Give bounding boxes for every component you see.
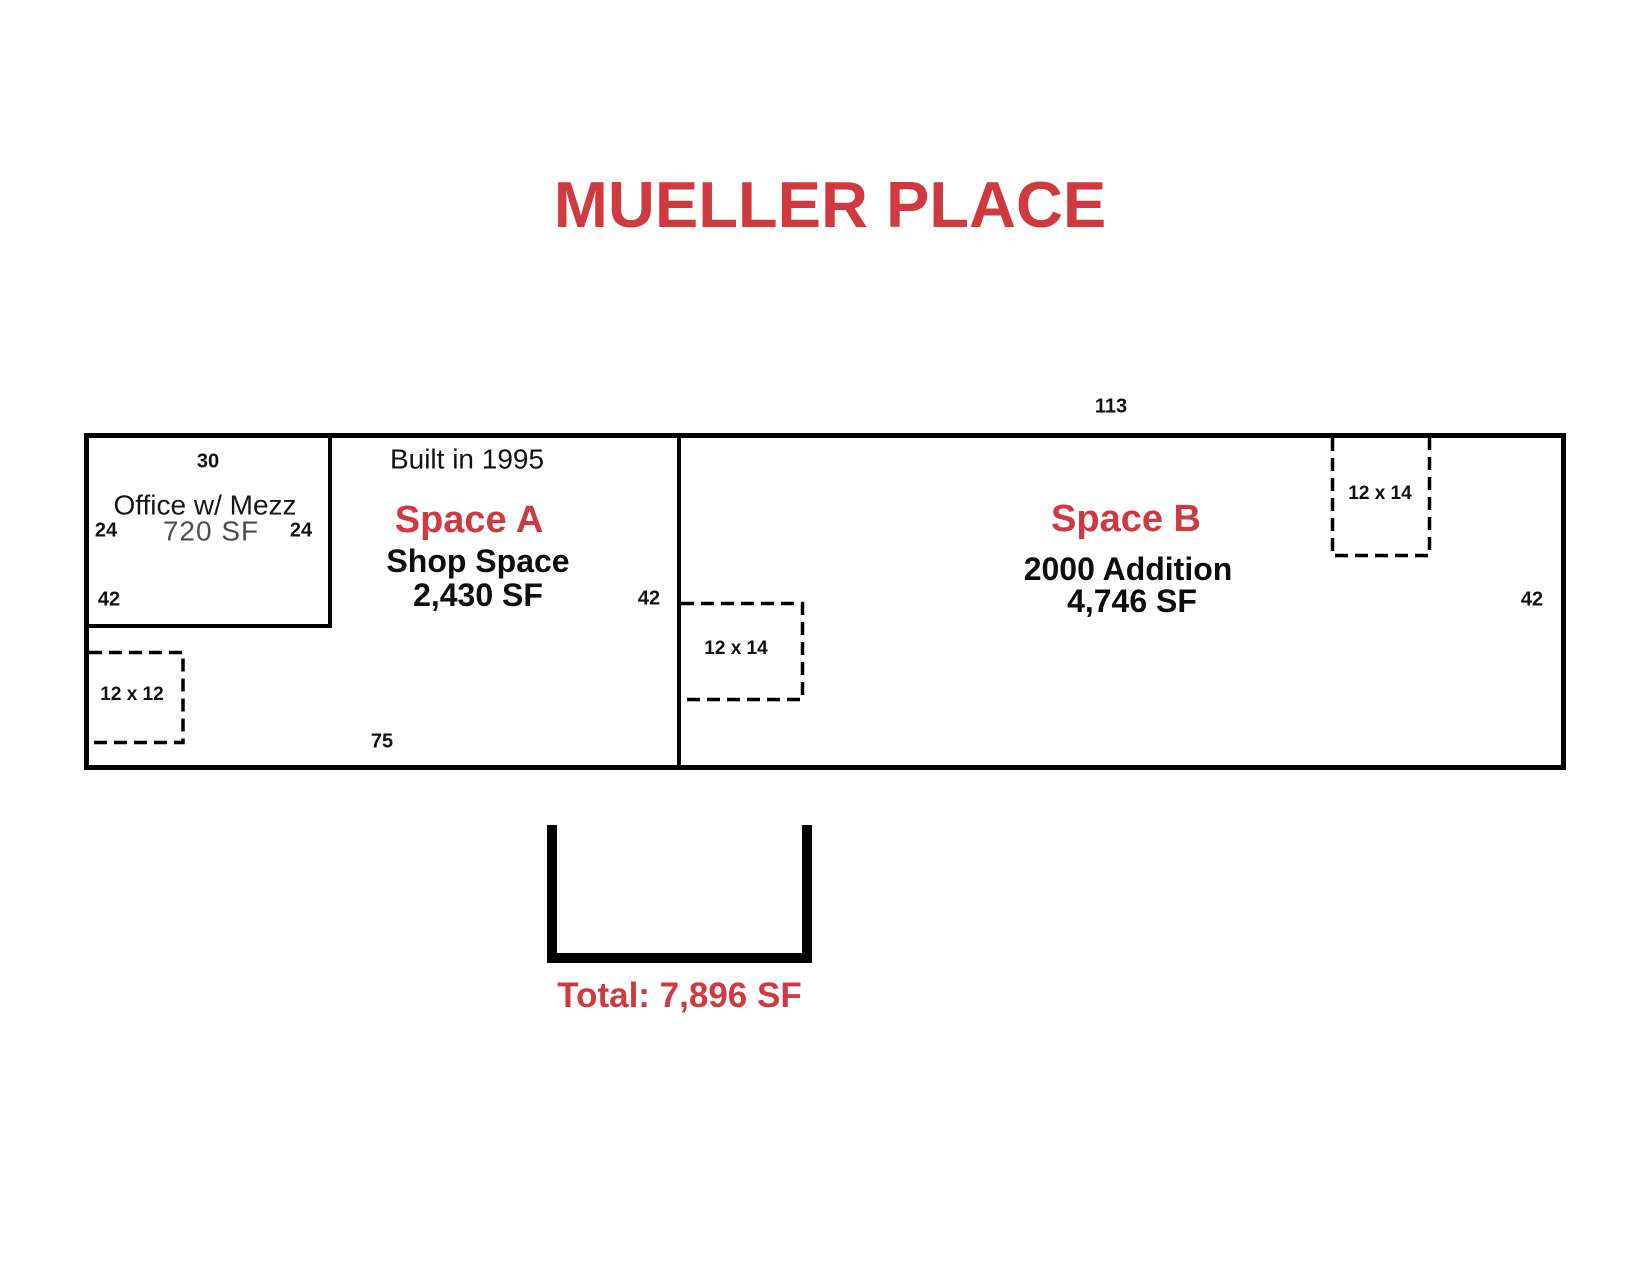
- door-label-12x14-middle: 12 x 14: [704, 638, 768, 660]
- space-b-name: Space B: [1051, 498, 1201, 541]
- space-a-area: 2,430 SF: [413, 577, 543, 614]
- space-b-area: 4,746 SF: [1067, 583, 1197, 620]
- entry-bracket-outline: [547, 825, 812, 963]
- space-b-subtitle: 2000 Addition: [1023, 551, 1233, 588]
- space-a-name: Space A: [394, 499, 544, 542]
- dimension-bottom-75: 75: [370, 730, 394, 753]
- door-label-12x12: 12 x 12: [100, 684, 164, 706]
- office-dimension-30: 30: [196, 450, 220, 473]
- space-a-subtitle: Shop Space: [386, 543, 570, 580]
- page-title: MUELLER PLACE: [553, 168, 1107, 241]
- dimension-top-113: 113: [1094, 395, 1128, 418]
- door-label-12x14-northeast: 12 x 14: [1348, 483, 1412, 505]
- space-divider-wall: [676, 433, 681, 770]
- office-room-outline: [84, 433, 332, 628]
- office-area: 720 SF: [162, 515, 260, 547]
- office-name: Office w/ Mezz: [113, 489, 297, 521]
- office-dimension-24-left: 24: [94, 519, 118, 542]
- office-dimension-24-right: 24: [289, 519, 313, 542]
- dimension-left-42: 42: [97, 588, 121, 611]
- total-area-label: Total: 7,896 SF: [557, 976, 802, 1015]
- dimension-middle-42: 42: [637, 587, 661, 610]
- space-a-built-note: Built in 1995: [389, 443, 545, 475]
- dimension-right-42: 42: [1520, 588, 1544, 611]
